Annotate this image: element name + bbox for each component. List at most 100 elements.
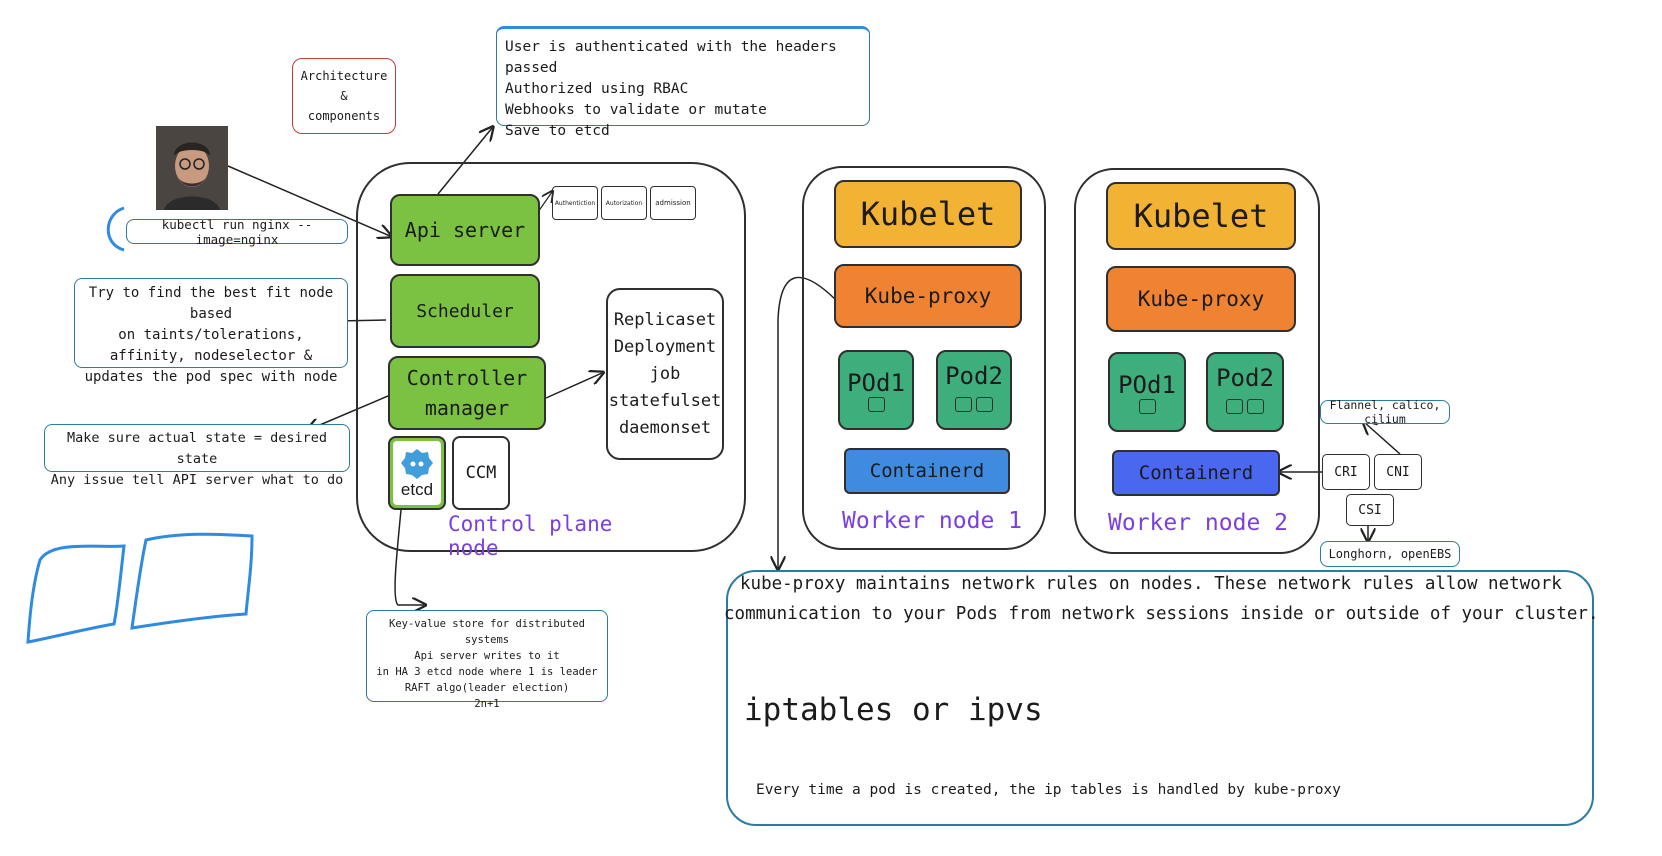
worker1-label: Worker node 1 [842, 508, 1023, 534]
api-server: Api server [390, 194, 540, 266]
kube-proxy-note [726, 570, 1594, 826]
csi-box: CSI [1346, 494, 1394, 526]
worker1-pod1-label: POd1 [847, 368, 905, 397]
worker2-kubelet: Kubelet [1106, 182, 1296, 250]
controller-to-workloads-arrow [545, 373, 602, 399]
architecture-note: Architecture & components [292, 58, 396, 134]
workload-statefulset: statefulset [608, 390, 722, 411]
scheduler-label: Scheduler [416, 300, 514, 322]
worker1-pod1-container [867, 396, 885, 412]
worker1-pod2-label: Pod2 [945, 362, 1003, 390]
cri-box: CRI [1322, 454, 1370, 490]
iptables-label: iptables or ipvs [744, 692, 1043, 728]
scheduler-note: Try to find the best fit node based on t… [74, 278, 348, 385]
csi-note-text: Longhorn, openEBS [1328, 547, 1452, 561]
etcd: etcd [388, 436, 446, 510]
architecture-line2: & [340, 89, 348, 103]
auth-step-admission: admission [650, 186, 696, 220]
auth-step-authorization-label: Autorization [605, 199, 643, 207]
avatar-to-api-arrow [227, 165, 390, 236]
worker2-kube-proxy: Kube-proxy [1106, 266, 1296, 332]
auth-line1: User is authenticated with the headers p… [505, 39, 837, 76]
avatar-person-icon [156, 126, 228, 210]
controller-note-line2: Any issue tell API server what to do [50, 472, 344, 488]
avatar [156, 126, 228, 210]
kubectl-bracket-sketch [106, 206, 125, 252]
controller-manager-line1: Controller [406, 366, 528, 390]
etcd-logo: etcd [393, 441, 441, 505]
etcd-note-line5: 2n+1 [474, 698, 500, 710]
workload-replicaset: Replicaset [613, 309, 717, 330]
kube-proxy-note-line1: kube-proxy maintains network rules on no… [740, 574, 1562, 594]
kube-proxy-note-line2: communication to your Pods from network … [724, 604, 1599, 624]
ccm-label: CCM [465, 463, 497, 483]
sketch-shape-right [130, 532, 254, 630]
worker2-pod2-containers [1224, 392, 1266, 420]
scheduler-note-line1: Try to find the best fit node based [88, 285, 334, 322]
auth-line4: Save to etcd [505, 123, 610, 139]
worker1-kubelet: Kubelet [834, 180, 1022, 248]
worker1-pod1: POd1 [838, 350, 914, 430]
ccm: CCM [452, 436, 510, 510]
worker-node-2 [1074, 168, 1320, 554]
etcd-note-line1: Key-value store for distributed systems [389, 618, 585, 646]
workload-deployment: Deployment [613, 336, 717, 357]
worker1-pod2-containers [953, 390, 995, 418]
cni-note-text: Flannel, calico, cilium [1329, 398, 1441, 426]
workload-job: job [649, 363, 681, 384]
auth-step-authentication-label: Authentiction [554, 199, 596, 207]
etcd-note-line4: RAFT algo(leader election) [404, 682, 570, 694]
controller-manager-line2: manager [424, 396, 510, 420]
worker2-kube-proxy-label: Kube-proxy [1137, 287, 1265, 311]
api-server-label: Api server [404, 218, 526, 242]
control-plane-node [356, 162, 746, 552]
worker2-containerd: Containerd [1112, 450, 1280, 496]
architecture-line1: Architecture [300, 69, 388, 83]
cri-label: CRI [1334, 464, 1358, 480]
cni-box: CNI [1374, 454, 1422, 490]
worker2-label: Worker node 2 [1108, 510, 1289, 536]
auth-line3: Webhooks to validate or mutate [505, 102, 767, 118]
worker2-pod2: Pod2 [1206, 352, 1284, 432]
cni-label: CNI [1386, 464, 1410, 480]
etcd-note-line3: in HA 3 etcd node where 1 is leader [376, 666, 598, 678]
scheduler-note-line3: affinity, nodeselector & [109, 348, 313, 364]
kube-proxy-to-note-arrow [778, 276, 837, 568]
etcd-icon [401, 449, 433, 479]
sketch-shape-left [26, 544, 126, 644]
auth-step-authorization: Autorization [601, 186, 647, 220]
worker2-pod1-container [1138, 398, 1156, 414]
worker1-containerd-label: Containerd [869, 460, 985, 482]
worker2-pod2-label: Pod2 [1216, 364, 1274, 392]
worker2-containerd-label: Containerd [1138, 462, 1254, 484]
kubectl-command-text: kubectl run nginx --image=nginx [161, 216, 313, 247]
worker1-pod2: Pod2 [936, 350, 1012, 430]
scheduler-note-line4: updates the pod spec with node [84, 369, 338, 385]
auth-line2: Authorized using RBAC [505, 81, 689, 97]
scheduler-note-line2: on taints/tolerations, [118, 327, 304, 343]
controller-manager: Controller manager [388, 356, 546, 430]
control-plane-label: Control plane node [448, 512, 613, 560]
workloads-box: Replicaset Deployment job statefulset da… [606, 288, 724, 460]
worker2-pod1: POd1 [1108, 352, 1186, 432]
etcd-label: etcd [400, 480, 434, 499]
controller-note-line1: Make sure actual state = desired state [66, 430, 328, 467]
worker-node-1 [802, 166, 1046, 550]
kubectl-command-box: kubectl run nginx --image=nginx [126, 216, 348, 247]
api-to-auth-steps-arrow [537, 192, 552, 213]
csi-label: CSI [1358, 502, 1382, 518]
etcd-note: Key-value store for distributed systems … [366, 610, 608, 710]
architecture-line3: components [307, 109, 381, 123]
etcd-note-line2: Api server writes to it [414, 650, 560, 662]
auth-flow-note: User is authenticated with the headers p… [496, 26, 870, 139]
controller-note: Make sure actual state = desired state A… [44, 424, 350, 488]
worker2-pod1-label: POd1 [1118, 370, 1176, 399]
scheduler: Scheduler [390, 274, 540, 348]
worker1-kubelet-label: Kubelet [860, 195, 996, 233]
auth-step-authentication: Authentiction [552, 186, 598, 220]
worker1-containerd: Containerd [844, 448, 1010, 494]
cni-note: Flannel, calico, cilium [1320, 398, 1450, 426]
auth-step-admission-label: admission [655, 199, 691, 207]
workload-daemonset: daemonset [618, 417, 712, 438]
